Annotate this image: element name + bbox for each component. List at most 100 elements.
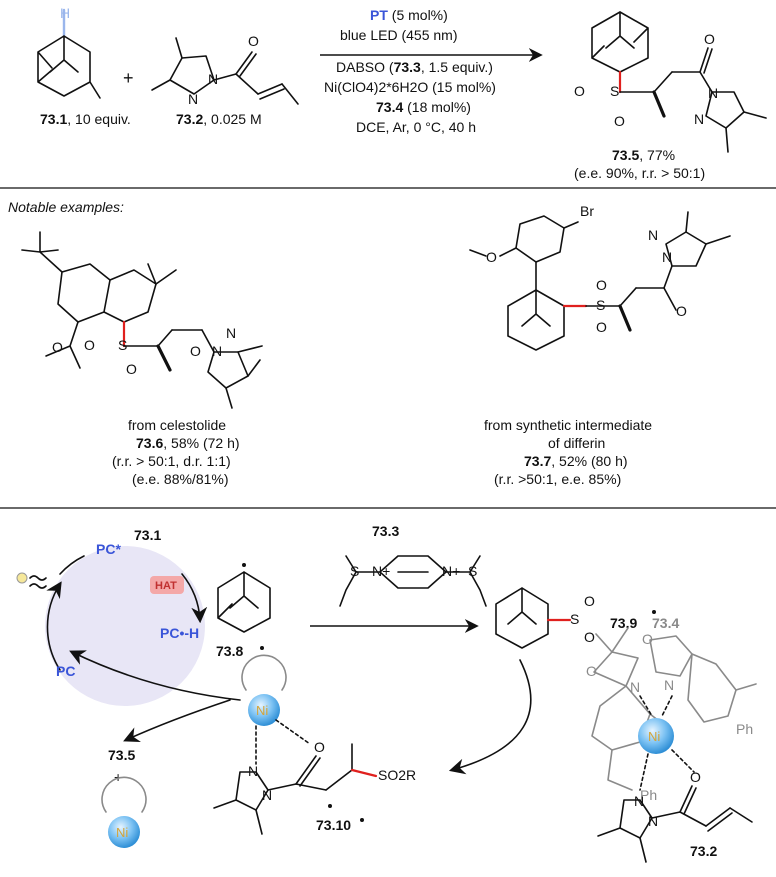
condition-ligand: 73.4 (18 mol%) bbox=[376, 99, 471, 115]
product-73-5 bbox=[591, 11, 767, 153]
product-selectivity: (e.e. 90%, r.r. > 50:1) bbox=[574, 165, 705, 181]
cycle-arrow-hat bbox=[181, 573, 208, 624]
coordination-bond bbox=[639, 695, 653, 717]
o-label: O bbox=[676, 303, 687, 319]
dabso-73-3 bbox=[339, 555, 487, 607]
s-label: S bbox=[118, 337, 127, 353]
s-label: S bbox=[596, 297, 605, 313]
o-label: O bbox=[584, 629, 595, 645]
examples-heading: Notable examples: bbox=[8, 199, 124, 215]
product-label: 73.5, 77% bbox=[612, 147, 675, 163]
pc-excited: PC* bbox=[96, 541, 121, 557]
ni-label: Ni bbox=[256, 703, 268, 718]
coordination-bond bbox=[639, 753, 649, 791]
plus-sign: + bbox=[114, 769, 122, 785]
ph-label: Ph bbox=[736, 721, 753, 737]
coordination-bond bbox=[661, 695, 673, 717]
regeneration-arrow bbox=[69, 650, 241, 701]
label-73-2: 73.2 bbox=[690, 843, 717, 859]
o-label: O bbox=[190, 343, 201, 359]
adamantyl-sulfonyl-radical-73-9 bbox=[495, 587, 572, 649]
example-1-source: from celestolide bbox=[128, 417, 226, 433]
condition-ni-salt: Ni(ClO4)2*6H2O (15 mol%) bbox=[324, 79, 496, 95]
label-73-8: 73.8 bbox=[216, 643, 243, 659]
n-label: N bbox=[262, 787, 272, 803]
o-label: O bbox=[248, 33, 259, 49]
pc-reduced: PC•-H bbox=[160, 625, 199, 641]
n-label: N bbox=[226, 325, 236, 341]
cycle-arc bbox=[59, 555, 85, 575]
so2r-label: SO2R bbox=[378, 767, 416, 783]
label-73-9: 73.9 bbox=[610, 615, 637, 631]
differin-product-73-7 bbox=[469, 211, 731, 351]
substrate-73-2 bbox=[597, 785, 753, 863]
plus-sign: + bbox=[123, 68, 134, 88]
br-label: Br bbox=[580, 203, 594, 219]
example-2-source-2: of differin bbox=[548, 435, 605, 451]
radical-dot bbox=[360, 818, 364, 822]
example-2-label: 73.7, 52% (80 h) bbox=[524, 453, 628, 469]
ligand-73-4 bbox=[591, 627, 757, 791]
pyrazole-enone-73-2 bbox=[151, 37, 299, 105]
o-label: O bbox=[614, 113, 625, 129]
adamantyl-radical-73-8 bbox=[217, 571, 271, 633]
n-label: N bbox=[634, 793, 644, 809]
example-2-selectivity: (r.r. >50:1, e.e. 85%) bbox=[494, 471, 621, 487]
light-bulb-icon bbox=[16, 572, 47, 589]
n-label: N bbox=[212, 343, 222, 359]
n-label: N bbox=[208, 71, 218, 87]
hat-label: HAT bbox=[155, 580, 177, 592]
condition-led: blue LED (455 nm) bbox=[340, 27, 458, 43]
s-label: S bbox=[610, 83, 619, 99]
example-1-label: 73.6, 58% (72 h) bbox=[136, 435, 240, 451]
o-label: O bbox=[52, 339, 63, 355]
release-arrow bbox=[123, 699, 231, 742]
radical-dot bbox=[260, 646, 264, 650]
o-label: O bbox=[642, 631, 653, 647]
n-label: N bbox=[694, 111, 704, 127]
nickel-sphere bbox=[638, 718, 674, 754]
cycle-arrow-excite bbox=[46, 581, 62, 671]
addition-arrow bbox=[448, 659, 532, 775]
o-label: O bbox=[586, 663, 597, 679]
o-label: O bbox=[690, 769, 701, 785]
label-73-4: 73.4 bbox=[652, 615, 679, 631]
label-73-3: 73.3 bbox=[372, 523, 399, 539]
hydrogen-label: H bbox=[60, 5, 70, 21]
s-label: S bbox=[350, 563, 359, 579]
o-label: O bbox=[486, 249, 497, 265]
nickel-sphere bbox=[108, 816, 140, 848]
radical-dot bbox=[242, 563, 246, 567]
ligand-arc bbox=[241, 654, 287, 691]
n-label: N bbox=[630, 679, 640, 695]
condition-pt: PT (5 mol%) bbox=[370, 7, 448, 23]
label-73-1: 73.1 bbox=[134, 527, 161, 543]
radical-dot bbox=[328, 804, 332, 808]
n-label: N bbox=[648, 813, 658, 829]
ni-label: Ni bbox=[648, 729, 660, 744]
n-label: N bbox=[248, 763, 258, 779]
s-label: S bbox=[570, 611, 579, 627]
pc-ground: PC bbox=[56, 663, 75, 679]
o-label: O bbox=[596, 319, 607, 335]
label-73-10: 73.10 bbox=[316, 817, 351, 833]
example-1-selectivity: (r.r. > 50:1, d.r. 1:1) bbox=[112, 453, 231, 469]
condition-dabso: DABSO (73.3, 1.5 equiv.) bbox=[336, 59, 493, 75]
adamantane-73-1 bbox=[37, 8, 101, 99]
n-label: N bbox=[662, 249, 672, 265]
radical-dot bbox=[652, 610, 656, 614]
condition-solvent: DCE, Ar, 0 °C, 40 h bbox=[356, 119, 476, 135]
n-label: N bbox=[648, 227, 658, 243]
celestolide-product-73-6 bbox=[21, 231, 263, 409]
n-label: N bbox=[708, 85, 718, 101]
radical-intermediate-73-10 bbox=[213, 743, 378, 835]
label-73-5: 73.5 bbox=[108, 747, 135, 763]
n-label: N bbox=[188, 91, 198, 107]
hat-badge bbox=[150, 576, 184, 594]
reagent-2-label: 73.2, 0.025 M bbox=[176, 111, 262, 127]
ph-label: Ph bbox=[640, 787, 657, 803]
o-label: O bbox=[596, 277, 607, 293]
reagent-1-label: 73.1, 10 equiv. bbox=[40, 111, 131, 127]
n-label: N bbox=[664, 677, 674, 693]
